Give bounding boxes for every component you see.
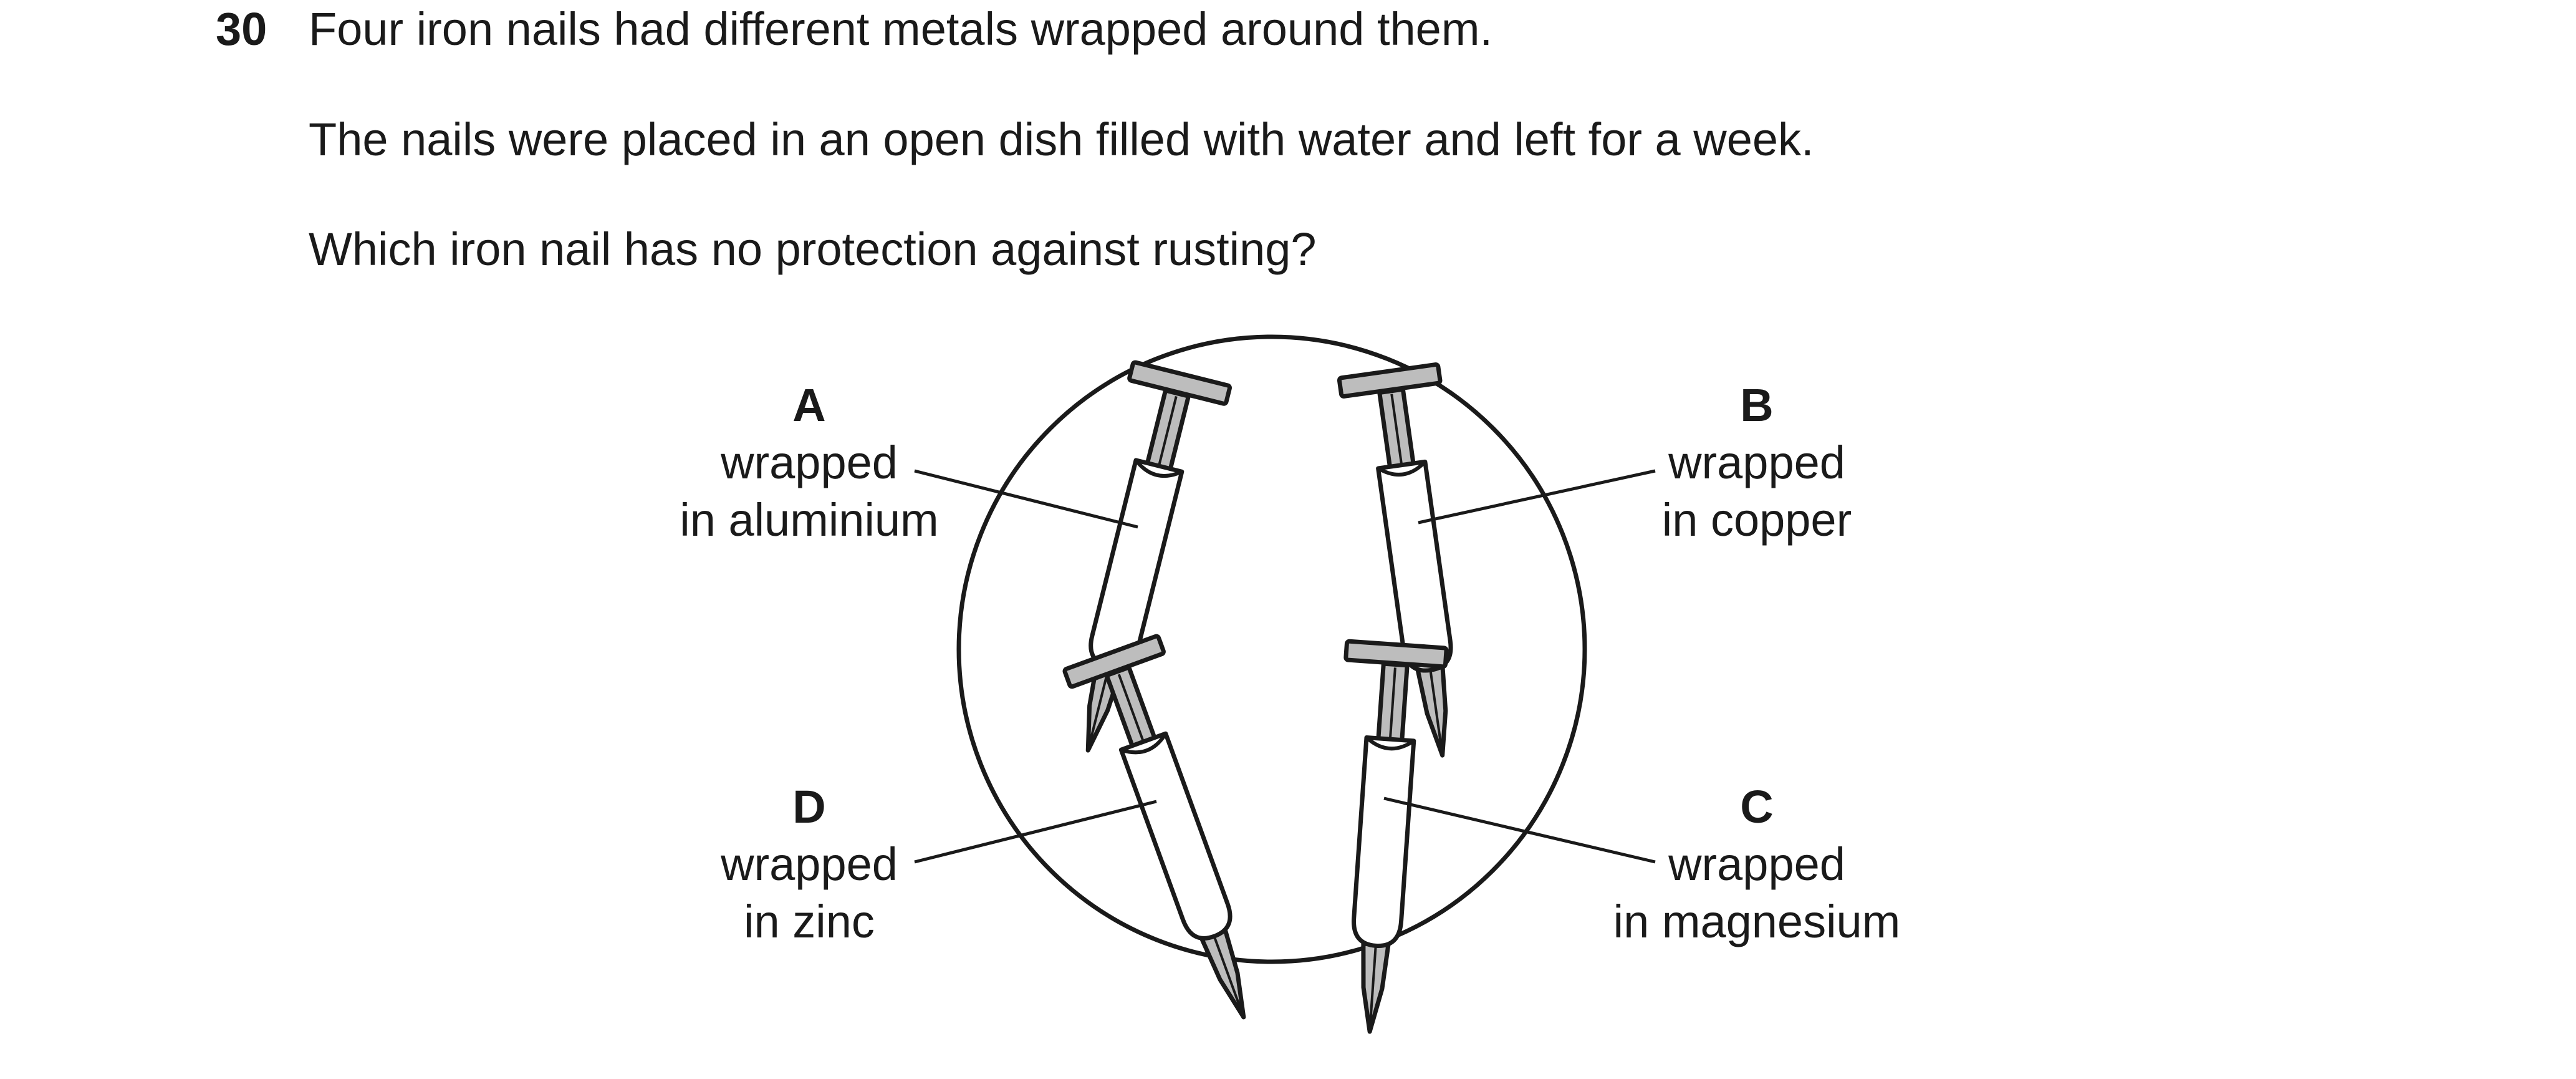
label-d: D wrapped in zinc — [721, 778, 898, 951]
label-c: C wrapped in magnesium — [1613, 778, 1901, 951]
label-a-line-2: in aluminium — [680, 494, 939, 546]
label-b-line-1: wrapped — [1668, 437, 1845, 488]
question-text-line-1: Four iron nails had different metals wra… — [309, 3, 1493, 55]
label-d-line-2: in zinc — [744, 896, 875, 947]
label-b-line-2: in copper — [1661, 494, 1852, 546]
label-a-letter: A — [792, 379, 826, 431]
leader-line-d — [914, 800, 1157, 864]
question-number: 30 — [216, 3, 267, 55]
label-b-letter: B — [1740, 379, 1774, 431]
label-d-letter: D — [792, 781, 826, 833]
leader-line-b — [1418, 469, 1656, 525]
label-c-letter: C — [1740, 781, 1774, 833]
label-b: B wrapped in copper — [1662, 377, 1852, 549]
question-text-line-3: Which iron nail has no protection agains… — [309, 223, 1317, 275]
leader-line-c — [1383, 796, 1656, 864]
question-text-line-2: The nails were placed in an open dish fi… — [309, 114, 1814, 165]
label-a: A wrapped in aluminium — [680, 377, 938, 549]
leader-line-a — [914, 469, 1138, 529]
label-a-line-1: wrapped — [721, 437, 898, 488]
label-d-line-1: wrapped — [721, 838, 898, 890]
dish-outline — [956, 334, 1587, 964]
label-c-line-2: in magnesium — [1613, 896, 1901, 947]
nail-b — [1339, 364, 1492, 762]
label-c-line-1: wrapped — [1668, 838, 1845, 890]
